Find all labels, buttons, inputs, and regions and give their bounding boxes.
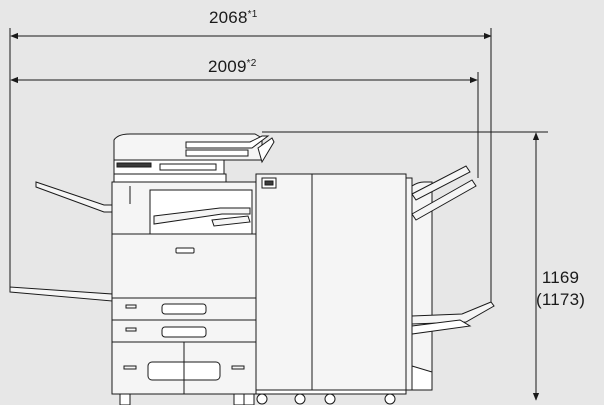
height-value: 1169 bbox=[541, 268, 580, 287]
width-label-2009: 2009*2 bbox=[208, 57, 256, 77]
width-value-2009: 2009 bbox=[208, 57, 247, 76]
height-alt-value: (1173) bbox=[536, 290, 586, 309]
main-printer bbox=[111, 133, 275, 405]
width-label-2068: 2068*1 bbox=[209, 8, 257, 28]
front-cover bbox=[111, 233, 257, 299]
dimension-lines bbox=[9, 28, 548, 401]
width-note-2: *2 bbox=[246, 58, 257, 69]
width-note-1: *1 bbox=[247, 9, 258, 20]
left-output-tray bbox=[9, 181, 113, 302]
finisher-unit bbox=[255, 173, 407, 405]
height-label: 1169 (1173) bbox=[536, 267, 585, 311]
stacker-unit bbox=[405, 165, 495, 391]
width-value-2068: 2068 bbox=[209, 8, 248, 27]
